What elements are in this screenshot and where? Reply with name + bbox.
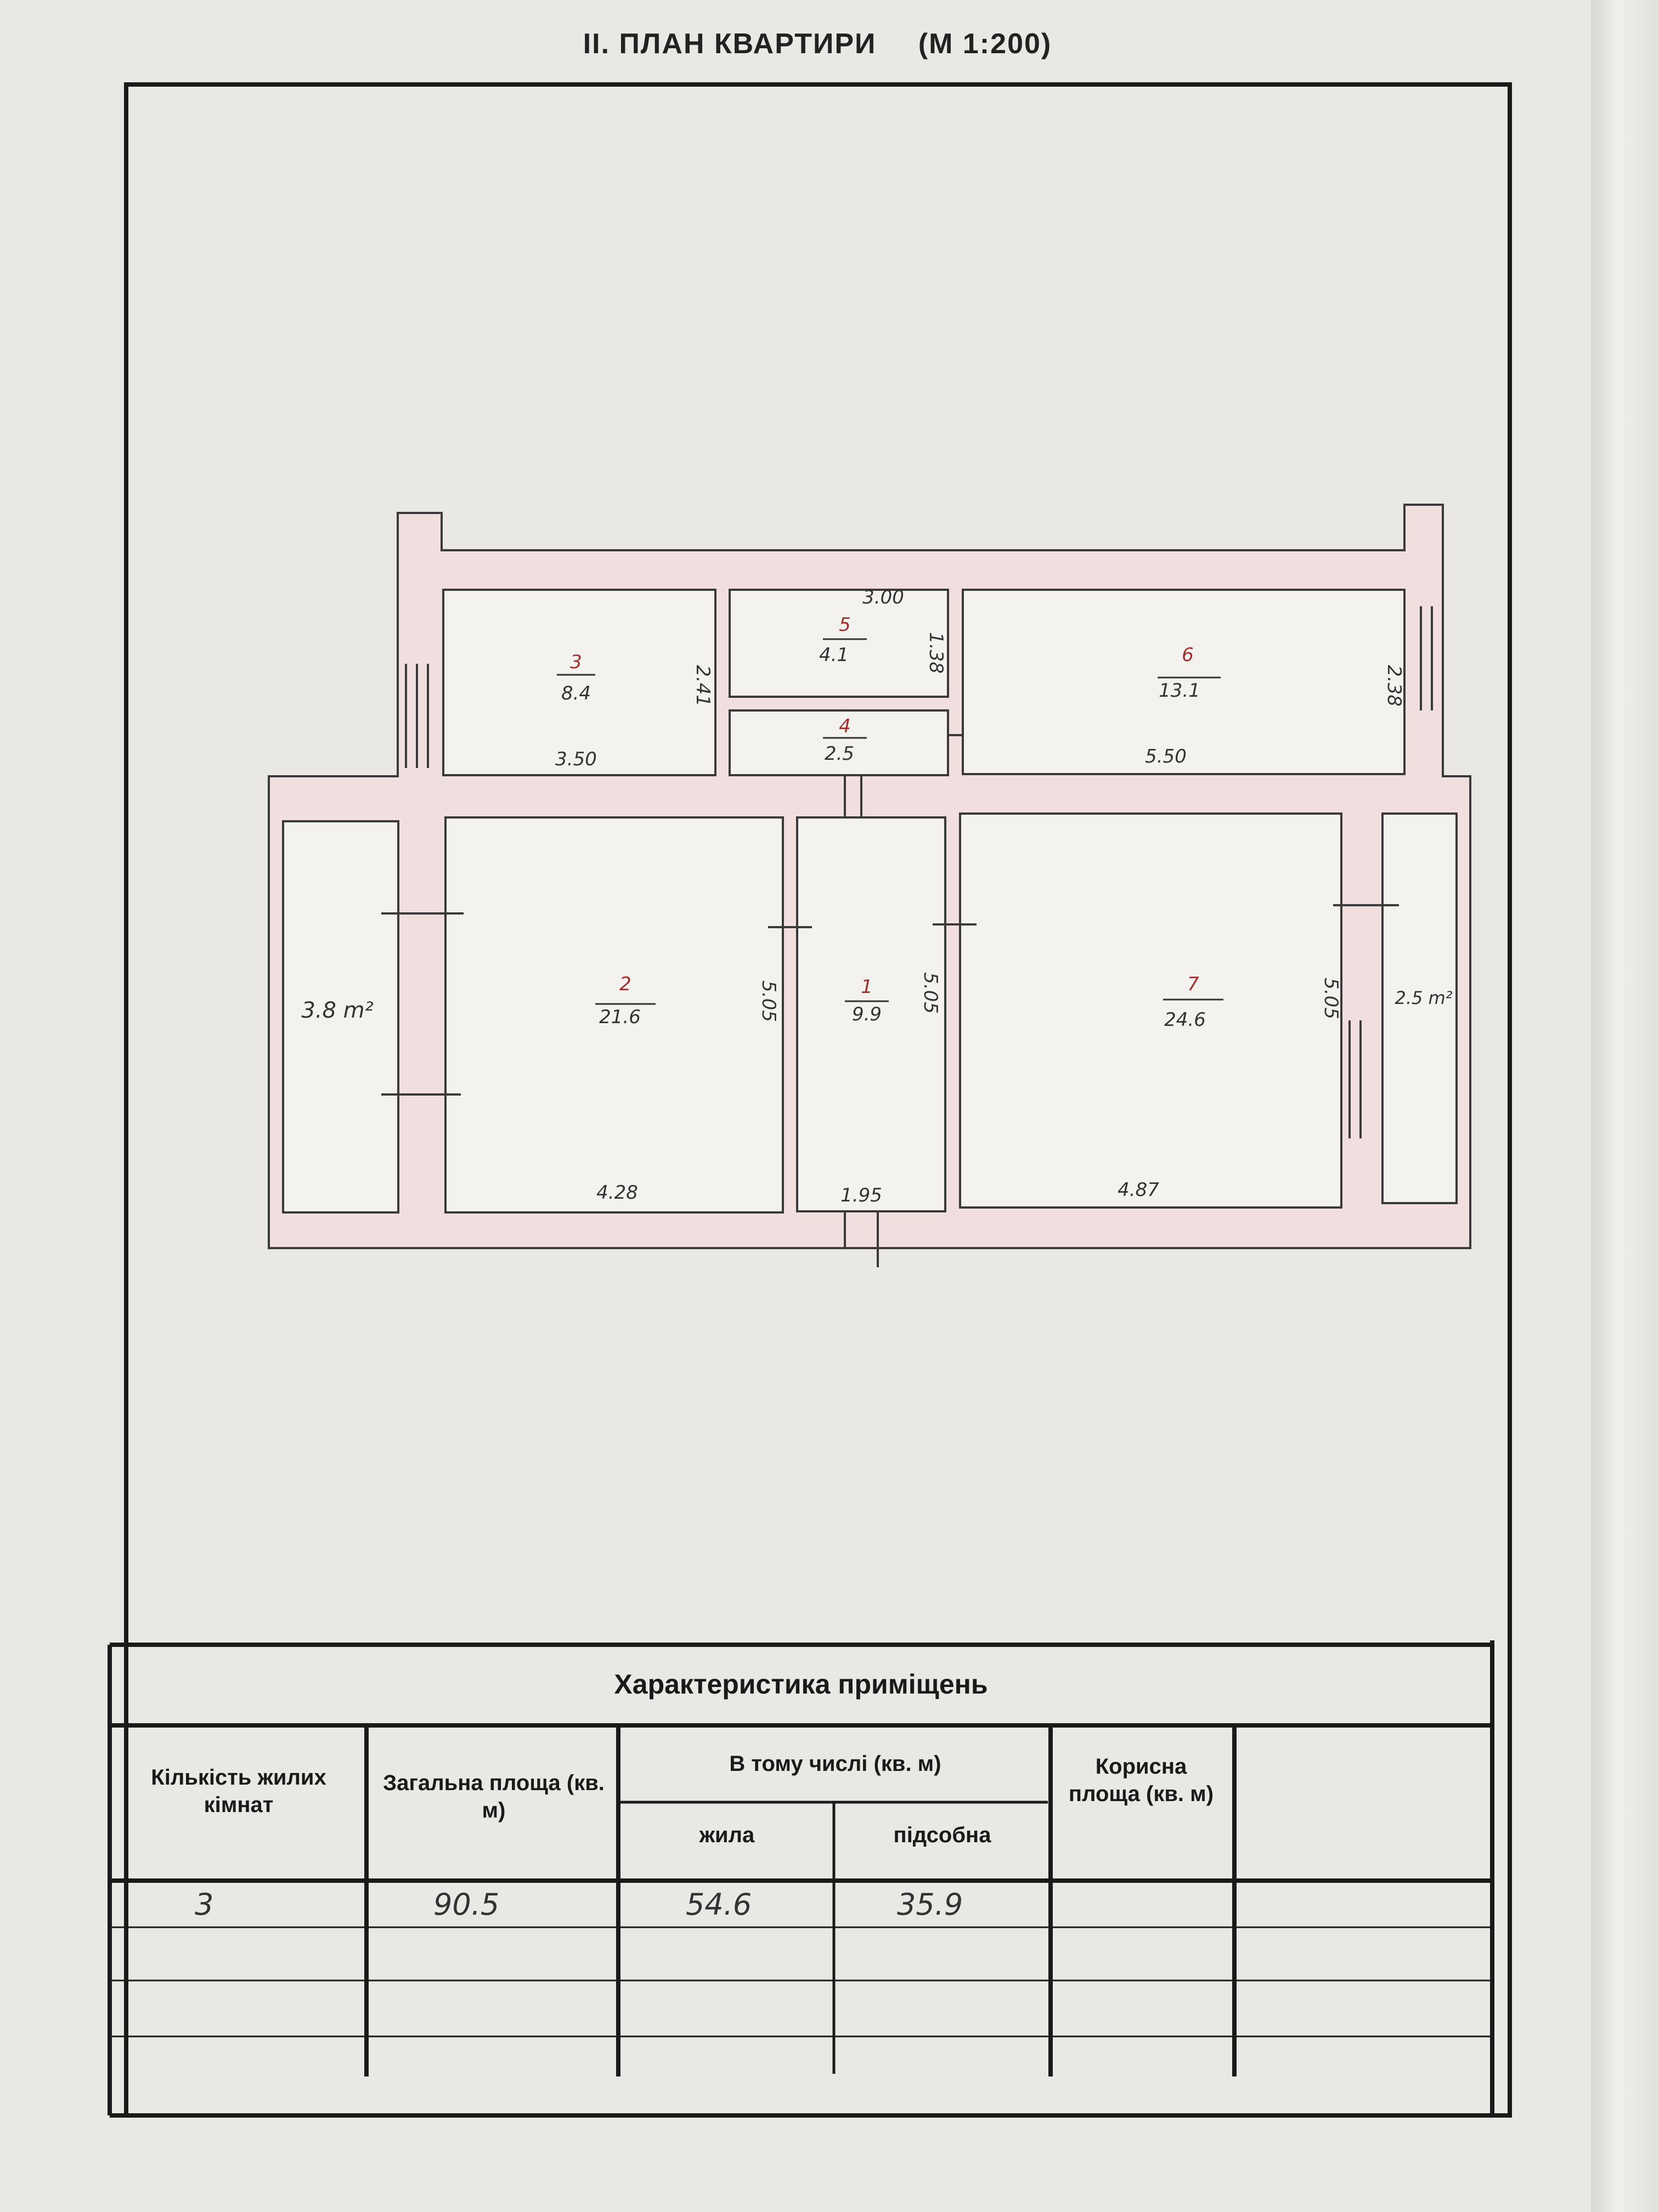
room-1-area: 9.9 — [852, 1003, 882, 1025]
room-2-height: 5.05 — [758, 980, 780, 1022]
value-total-area: 90.5 — [433, 1887, 500, 1922]
room-6 — [962, 589, 1406, 775]
room-4-number: 4 — [839, 715, 851, 737]
room-7-area: 24.6 — [1164, 1009, 1206, 1031]
paper-edge — [1591, 0, 1659, 2212]
room-5-width: 3.00 — [862, 586, 904, 608]
room-7-number: 7 — [1187, 973, 1199, 995]
room-4-area: 2.5 — [825, 743, 854, 765]
room-1 — [796, 816, 946, 1212]
room-1-width: 1.95 — [840, 1184, 882, 1206]
window-markers — [381, 606, 1433, 1267]
room-7-width: 4.87 — [1118, 1179, 1159, 1201]
room-2-number: 2 — [619, 973, 631, 995]
room-3-width: 3.50 — [555, 748, 597, 770]
room-3 — [442, 589, 716, 776]
room-1-number: 1 — [861, 976, 873, 998]
room-6-number: 6 — [1182, 644, 1194, 666]
room-7-height: 5.05 — [1320, 978, 1342, 1019]
value-living-rooms: 3 — [195, 1887, 214, 1922]
room-6-height: 2.38 — [1383, 665, 1405, 707]
header-auxiliary: підсобна — [893, 1823, 991, 1847]
room-6-area: 13.1 — [1159, 680, 1200, 702]
header-including: В тому числі (кв. м) — [729, 1752, 941, 1776]
room-5-number: 5 — [839, 614, 851, 636]
room-5-height: 1.38 — [925, 632, 947, 674]
room-2-area: 21.6 — [599, 1006, 641, 1028]
value-living: 54.6 — [686, 1887, 752, 1922]
balcony-left — [282, 820, 399, 1214]
table-grid — [108, 1640, 1494, 2118]
balcony-right — [1381, 812, 1458, 1204]
table-title: Характеристика приміщень — [614, 1669, 988, 1700]
room-3-number: 3 — [570, 651, 582, 673]
room-3-height: 2.41 — [692, 665, 714, 707]
header-total-area: Загальна площа (кв. м) — [383, 1771, 605, 1822]
balcony-left-area: 3.8 m² — [301, 998, 373, 1023]
value-auxiliary: 35.9 — [897, 1887, 963, 1922]
room-5-area: 4.1 — [819, 644, 849, 666]
header-living: жила — [699, 1823, 755, 1847]
room-5 — [729, 589, 949, 698]
header-living-rooms: Кількість жилих кімнат — [151, 1765, 326, 1817]
room-2 — [444, 816, 784, 1214]
room-6-width: 5.50 — [1145, 746, 1187, 768]
room-2-width: 4.28 — [596, 1182, 638, 1204]
balcony-right-area: 2.5 m² — [1395, 988, 1452, 1008]
plan-scale: (М 1:200) — [918, 28, 1052, 60]
room-1-height: 5.05 — [919, 972, 941, 1014]
room-4 — [729, 709, 949, 776]
plan-title: II. ПЛАН КВАРТИРИ — [583, 28, 877, 60]
room-7 — [959, 812, 1342, 1209]
room-3-area: 8.4 — [561, 682, 591, 704]
header-useful-area: Корисна площа (кв. м) — [1068, 1754, 1214, 1806]
page-title: II. ПЛАН КВАРТИРИ (М 1:200) — [0, 27, 1635, 60]
